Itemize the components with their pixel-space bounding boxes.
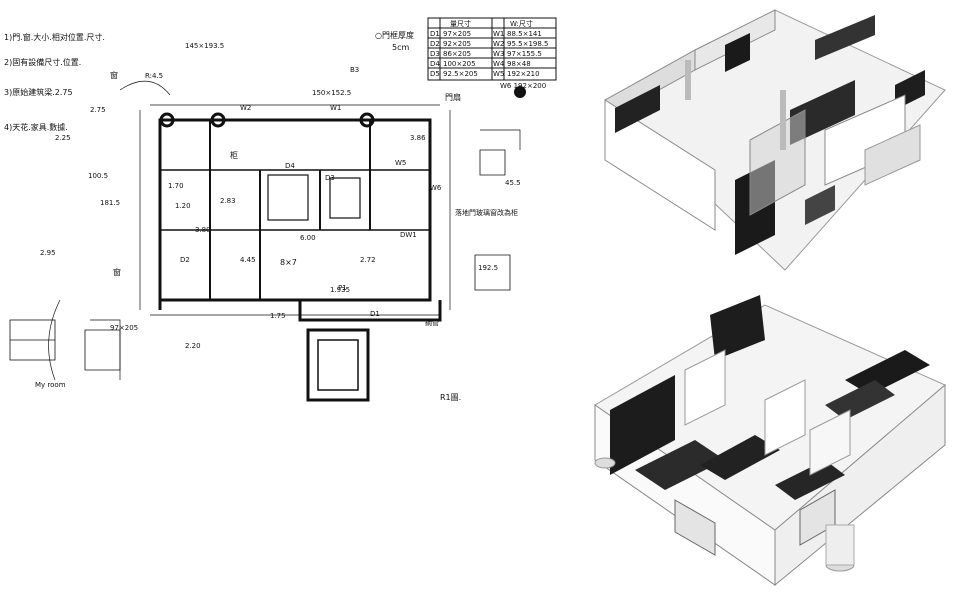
dim-label: D4 (285, 162, 295, 170)
schedule-header-right: W:尺寸 (510, 19, 533, 28)
dim-label: B3 (350, 66, 359, 74)
model-render-bottom (575, 285, 960, 604)
schedule-cell: D5 (430, 70, 440, 78)
dim-label: 192.5 (478, 264, 498, 272)
note-1: 1)門.窗.大小.相对位置.尺寸. (4, 32, 105, 42)
stamp-mark (514, 86, 526, 98)
dim-label: 2.72 (360, 256, 376, 264)
schedule-cell: 95.5×198.5 (507, 40, 549, 48)
pipe-note: 鋼管 (425, 318, 439, 327)
aux-label: 窗 (113, 267, 121, 277)
legend-note-2: 5cm (392, 43, 409, 52)
schedule-cell: D3 (430, 50, 440, 58)
schedule-cell: D1 (430, 30, 440, 38)
dim-label: 1.70 (168, 182, 184, 190)
model-render-bottom-drawing (594, 295, 946, 587)
schedule-cell: W1 (493, 30, 504, 38)
dim-label: 97×205 (110, 324, 138, 332)
schedule-cell: 100×205 (443, 60, 476, 68)
dim-label: D3 (325, 174, 335, 182)
schedule-cell: D2 (430, 40, 440, 48)
dim-label: W1 (330, 104, 341, 112)
aux-details (9, 149, 511, 371)
schedule-cell: W2 (493, 40, 504, 48)
dim-label: 145×193.5 (185, 42, 224, 50)
plan-walls (158, 112, 442, 402)
schedule-cell: 97×155.5 (507, 50, 542, 58)
schedule-cell: 97×205 (443, 30, 471, 38)
schedule-cell: W4 (493, 60, 505, 68)
dim-label: D2 (180, 256, 190, 264)
dim-label: 6.00 (300, 234, 316, 242)
window-note: 窗 (110, 70, 118, 80)
note-4: 4)天花.家具.數據. (4, 122, 68, 132)
aux-label: 181.5 (100, 199, 120, 207)
door-ref: 門扇 (445, 92, 461, 102)
door-window-schedule: 量尺寸 W:尺寸 D1 97×205 W1 88.5×141 D2 92×205… (427, 17, 557, 90)
schedule-cell: 88.5×141 (507, 30, 542, 38)
dim-label: P1 (338, 284, 347, 292)
note-2: 2)固有設備尺寸.位置. (4, 57, 81, 67)
schedule-cell: W5 (493, 70, 504, 78)
dim-label: 1.935 (330, 286, 350, 294)
schedule-footer: W6 192×200 (500, 82, 546, 90)
aux-label: R:4.5 (145, 72, 163, 80)
schedule-cell: D4 (430, 60, 440, 68)
model-render-top-drawing (604, 9, 946, 271)
aux-label: 1.20 (175, 202, 191, 210)
dim-label: 4.45 (240, 256, 256, 264)
dim-label: D1 (370, 310, 380, 318)
schedule-cell: W3 (493, 50, 504, 58)
schedule-cell: 92×205 (443, 40, 471, 48)
dim-label: 2.75 (90, 106, 106, 114)
aux-label: 3.80 (195, 226, 211, 234)
aux-label: 柜 (230, 150, 238, 160)
aux-label: My room (35, 381, 66, 389)
aux-label: 2.95 (40, 249, 56, 257)
aux-label: 45.5 (505, 179, 521, 187)
kitchen-note: 落地門玻璃窗改為柜 (455, 208, 518, 217)
dimension-lines (48, 80, 521, 381)
dim-label: W6 (430, 184, 442, 192)
floor-plan-sketch: 1)門.窗.大小.相对位置.尺寸. 2)固有設備尺寸.位置. 3)原始建筑梁.2… (4, 17, 557, 402)
dim-main: 8×7 (280, 258, 297, 267)
dim-label: W2 (240, 104, 251, 112)
dim-label: 2.25 (55, 134, 71, 142)
model-render-top (575, 0, 960, 285)
legend-note: ○門框厚度 (375, 30, 414, 40)
schedule-cell: 192×210 (507, 70, 540, 78)
floor-plan-drawing: 1)門.窗.大小.相对位置.尺寸. 2)固有設備尺寸.位置. 3)原始建筑梁.2… (4, 17, 557, 402)
schedule-cell: 92.5×205 (443, 70, 478, 78)
dim-label: W5 (395, 159, 406, 167)
dim-label: 2.20 (185, 342, 201, 350)
schedule-cell: 98×48 (507, 60, 531, 68)
signature: R1圖. (440, 393, 461, 402)
dim-label: 3.86 (410, 134, 426, 142)
schedule-header-left: 量尺寸 (450, 19, 471, 28)
note-3: 3)原始建筑梁.2.75 (4, 87, 73, 97)
dim-label: 2.83 (220, 197, 236, 205)
schedule-cell: 86×205 (443, 50, 471, 58)
aux-label: 100.5 (88, 172, 108, 180)
dim-label: 150×152.5 (312, 89, 351, 97)
dim-label: DW1 (400, 231, 417, 239)
dim-label: 1.75 (270, 312, 286, 320)
